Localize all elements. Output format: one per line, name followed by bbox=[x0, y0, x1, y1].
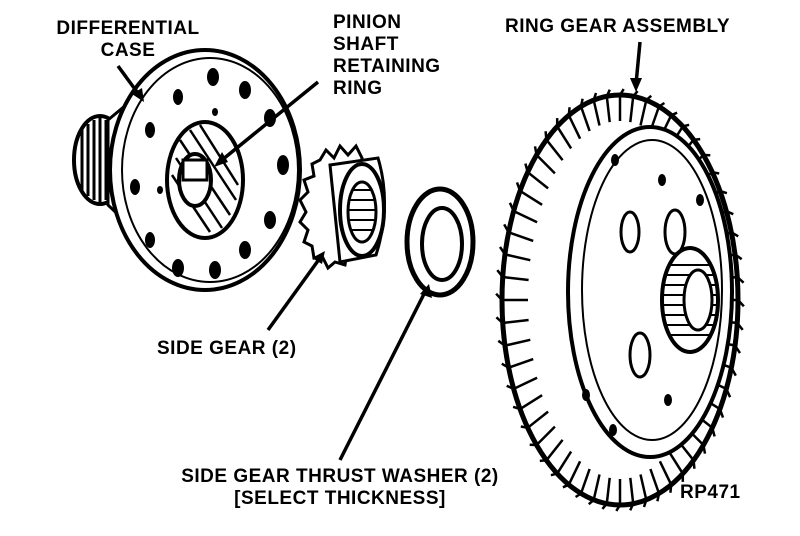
label-differential-case: DIFFERENTIAL CASE bbox=[56, 18, 200, 61]
leader-ring-gear bbox=[634, 41, 642, 85]
thrust-washer bbox=[404, 186, 476, 298]
label-side-gear-thrust-washer: SIDE GEAR THRUST WASHER (2) [SELECT THIC… bbox=[181, 466, 499, 509]
ring-gear-assembly bbox=[495, 88, 745, 512]
leader-side-gear bbox=[266, 256, 322, 332]
side-gear bbox=[298, 143, 387, 271]
leader-lines bbox=[116, 41, 642, 461]
label-side-gear: SIDE GEAR (2) bbox=[157, 338, 297, 359]
leader-differential-case bbox=[116, 64, 142, 98]
label-pinion-shaft-retaining-ring: PINION SHAFT RETAINING RING bbox=[333, 12, 441, 99]
label-figure-code: RP471 bbox=[680, 482, 741, 503]
leader-pinion-shaft-ring bbox=[220, 80, 320, 162]
differential-case bbox=[72, 48, 302, 292]
leader-arrowheads bbox=[132, 78, 642, 298]
label-ring-gear-assembly: RING GEAR ASSEMBLY bbox=[505, 16, 731, 37]
leader-thrust-washer bbox=[338, 291, 427, 461]
